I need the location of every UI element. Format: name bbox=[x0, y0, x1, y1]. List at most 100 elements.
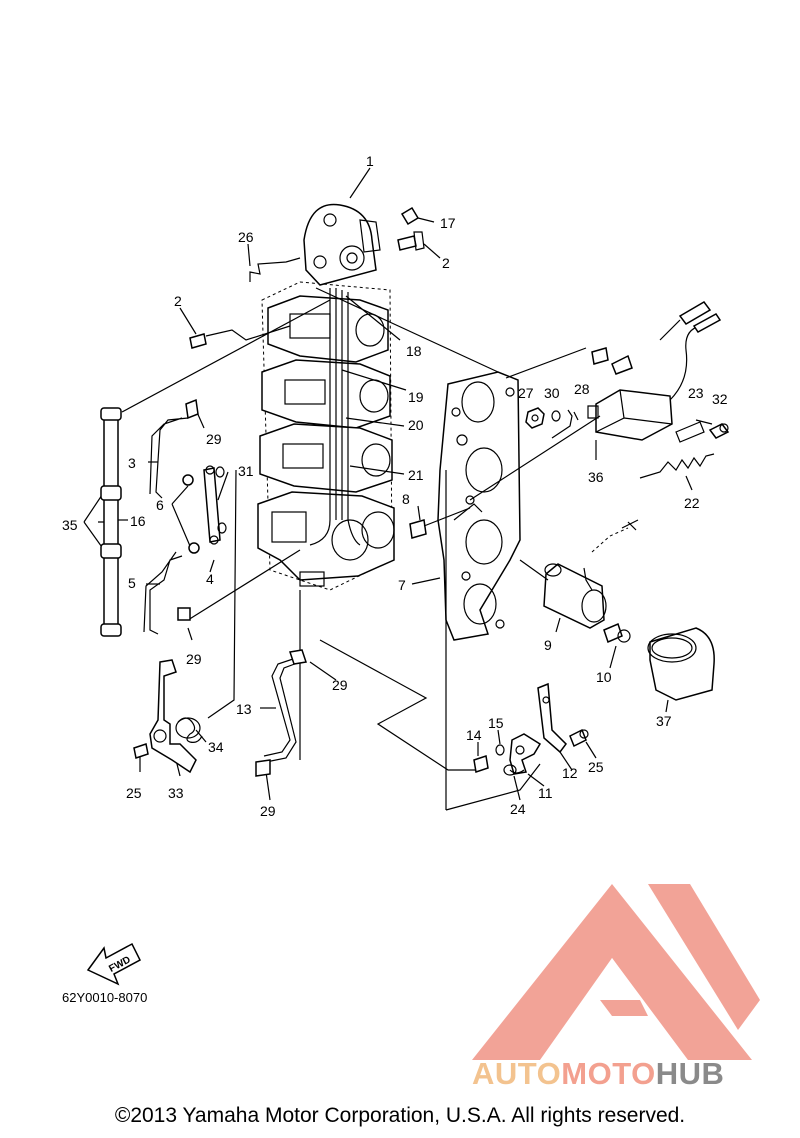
callout-25: 25 bbox=[588, 759, 604, 775]
callout-30: 30 bbox=[544, 385, 560, 401]
callout-2: 2 bbox=[174, 293, 182, 309]
callout-29: 29 bbox=[186, 651, 202, 667]
washer-31 bbox=[215, 466, 227, 534]
callout-15: 15 bbox=[488, 715, 504, 731]
callout-8: 8 bbox=[402, 491, 410, 507]
filter-37 bbox=[647, 627, 715, 701]
callout-27: 27 bbox=[518, 385, 534, 401]
callout-28: 28 bbox=[574, 381, 590, 397]
clip-29-left-top bbox=[185, 398, 199, 420]
leader-lines bbox=[83, 167, 480, 801]
watermark-word-3: HUB bbox=[655, 1056, 725, 1091]
callout-7: 7 bbox=[398, 577, 406, 593]
callout-33: 33 bbox=[168, 785, 184, 801]
screw-32 bbox=[708, 423, 730, 439]
callout-3: 3 bbox=[128, 455, 136, 471]
bracket-28 bbox=[551, 409, 579, 439]
copyright-notice: ©2013 Yamaha Motor Corporation, U.S.A. A… bbox=[114, 1104, 686, 1127]
callout-20: 20 bbox=[408, 417, 424, 433]
carburetor-body-2 bbox=[261, 359, 391, 429]
callout-2: 2 bbox=[442, 255, 450, 271]
lever-11 bbox=[509, 733, 542, 775]
washer-30 bbox=[551, 410, 561, 422]
control-unit-36 bbox=[587, 325, 701, 441]
callout-37: 37 bbox=[656, 713, 672, 729]
watermark-word-2: MOTO bbox=[561, 1056, 656, 1091]
screw-2-top bbox=[397, 231, 425, 251]
leader-8 bbox=[417, 505, 421, 521]
leader-unit bbox=[469, 347, 601, 501]
spring-22 bbox=[639, 453, 715, 479]
nut-27 bbox=[525, 407, 545, 429]
leader-solenoid bbox=[519, 559, 549, 581]
clip-23 bbox=[675, 419, 713, 443]
clip-29-mid bbox=[289, 649, 307, 665]
fwd-arrow-icon: FWD bbox=[86, 942, 141, 986]
lead-wire bbox=[591, 519, 639, 553]
throttle-sensor-1 bbox=[303, 203, 381, 286]
hose-5 bbox=[143, 551, 183, 635]
screw-25-left bbox=[133, 743, 149, 759]
clip-29-left-bottom bbox=[177, 607, 191, 621]
leader-7 bbox=[411, 577, 441, 585]
callout-31: 31 bbox=[238, 463, 254, 479]
callout-32: 32 bbox=[712, 391, 728, 407]
callout-labels: 1 17 2 26 2 18 19 20 21 29 3 6 31 16 35 … bbox=[62, 153, 728, 819]
callout-12: 12 bbox=[562, 765, 578, 781]
clip-17 bbox=[400, 206, 420, 226]
callout-21: 21 bbox=[408, 467, 424, 483]
callout-9: 9 bbox=[544, 637, 552, 653]
callout-10: 10 bbox=[596, 669, 612, 685]
watermark-text: AUTOMOTOHUB bbox=[472, 1056, 724, 1092]
screw-8 bbox=[409, 519, 427, 539]
automotohub-logo-icon bbox=[472, 884, 760, 1060]
screw-25-right bbox=[569, 728, 589, 748]
leader-22 bbox=[685, 475, 693, 491]
screw-14 bbox=[473, 755, 489, 773]
link-rod-16 bbox=[100, 407, 122, 637]
callout-6: 6 bbox=[156, 497, 164, 513]
clip-29-bottom bbox=[255, 759, 271, 777]
rod-13 bbox=[263, 657, 301, 763]
callout-34: 34 bbox=[208, 739, 224, 755]
leader-10 bbox=[609, 645, 617, 669]
callout-35: 35 bbox=[62, 517, 78, 533]
spring-34 bbox=[175, 717, 203, 743]
callout-5: 5 bbox=[128, 575, 136, 591]
callout-23: 23 bbox=[688, 385, 704, 401]
callout-29: 29 bbox=[206, 431, 222, 447]
callout-25: 25 bbox=[126, 785, 142, 801]
callout-29: 29 bbox=[260, 803, 276, 819]
callout-29: 29 bbox=[332, 677, 348, 693]
leader-plate bbox=[315, 287, 499, 373]
washer-24 bbox=[503, 764, 517, 776]
joint-6 bbox=[182, 474, 200, 554]
solenoid-9 bbox=[543, 563, 607, 629]
leader-37 bbox=[665, 699, 669, 713]
callout-16: 16 bbox=[130, 513, 146, 529]
intake-plate-7 bbox=[437, 371, 521, 810]
callout-17: 17 bbox=[440, 215, 456, 231]
callout-11: 11 bbox=[538, 785, 553, 801]
leader-lower-right bbox=[445, 763, 541, 811]
callout-18: 18 bbox=[406, 343, 422, 359]
callout-4: 4 bbox=[206, 571, 214, 587]
screw-2-left bbox=[189, 333, 207, 349]
callout-22: 22 bbox=[684, 495, 700, 511]
carburetor-assembly bbox=[257, 281, 395, 591]
screw-10 bbox=[603, 622, 631, 644]
part-number: 62Y0010-8070 bbox=[62, 990, 148, 1005]
bracket-26 bbox=[249, 257, 301, 282]
callout-19: 19 bbox=[408, 389, 424, 405]
washer-15 bbox=[495, 744, 505, 756]
callout-36: 36 bbox=[588, 469, 604, 485]
screw-36-top bbox=[591, 347, 633, 375]
carburetor-body-4 bbox=[257, 491, 395, 587]
callout-13: 13 bbox=[236, 701, 252, 717]
callout-24: 24 bbox=[510, 801, 526, 817]
callout-26: 26 bbox=[238, 229, 254, 245]
leader-9 bbox=[555, 617, 561, 633]
carburetor-body-3 bbox=[259, 423, 393, 493]
carburetor-body-1 bbox=[267, 295, 389, 363]
